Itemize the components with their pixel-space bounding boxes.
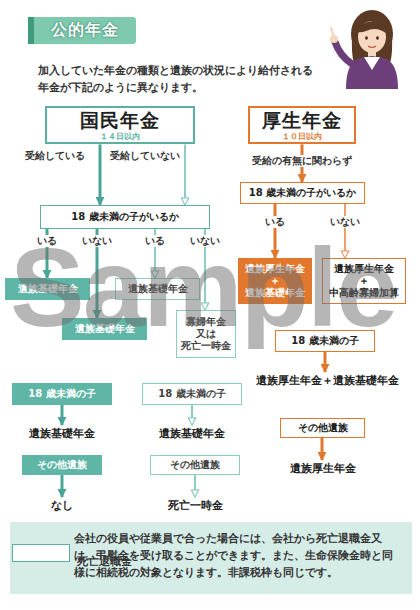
result-text: 遺族基礎年金 xyxy=(12,425,112,443)
question-box: 18 歳未満の子がいるか xyxy=(40,205,210,229)
flow-arrow xyxy=(61,405,64,425)
note-band: 会社の役員や従業員で合った場合には、会社から死亡退職金又は、弔慰金を受け取ること… xyxy=(10,522,412,594)
node-text: その他遺族 xyxy=(298,422,348,434)
flow-arrow xyxy=(191,405,193,425)
condition-box: その他遺族 xyxy=(22,455,102,475)
jacket xyxy=(346,56,398,89)
intro-text: 加入していた年金の種類と遺族の状況により給付される年金が下記のように異なります。 xyxy=(38,62,323,96)
flow-arrow xyxy=(61,475,64,497)
node-text: その他遺族 xyxy=(170,459,220,471)
title-band: 公的年金 xyxy=(28,17,136,44)
condition-box: その他遺族 xyxy=(280,418,365,438)
node-text: 遺族基礎年金 xyxy=(75,323,135,335)
node-text: 国民年金 xyxy=(80,109,160,132)
edge-label: 受給している xyxy=(24,150,86,162)
edge-label: いない xyxy=(81,235,113,247)
pension-box: 国民年金１４日以内 xyxy=(45,106,195,144)
node-text: なし xyxy=(51,499,73,512)
node-text: 18 歳未満の子がいるか xyxy=(71,211,178,223)
result-text: 遺族厚生年金 xyxy=(270,460,375,478)
node-text: 遺族厚生年金＋遺族基礎年金 xyxy=(256,374,399,387)
node-text: 18 歳未満の子 xyxy=(291,335,358,347)
pension-box: 厚生年金１０日以内 xyxy=(248,106,356,144)
benefit-box: 寡婦年金 又は 死亡一時金 xyxy=(176,310,236,358)
edge-label: いない xyxy=(329,216,361,228)
node-text: 遺族基礎年金 xyxy=(18,283,78,295)
condition-box: その他遺族 xyxy=(150,455,240,475)
edge-label: いない xyxy=(189,235,221,247)
node-text: 死亡一時金 xyxy=(168,499,223,512)
flow-arrow xyxy=(274,204,277,258)
node-text: 遺族厚生年金 xyxy=(290,462,356,475)
edge-label: いる xyxy=(144,235,166,247)
node-subtext: １０日以内 xyxy=(282,132,322,142)
benefit-box: 遺族基礎年金 xyxy=(115,278,200,300)
collar xyxy=(364,57,380,70)
node-text: その他遺族 xyxy=(37,459,87,471)
flow-arrow xyxy=(344,204,346,258)
result-text: 遺族厚生年金＋遺族基礎年金 xyxy=(245,372,410,390)
node-text: 死亡退職金 xyxy=(77,553,399,570)
question-box: 18 歳未満の子がいるか xyxy=(240,182,365,204)
benefit-box: 遺族基礎年金 xyxy=(62,318,147,340)
bangs xyxy=(357,21,387,34)
note-tag: 死亡退職金 xyxy=(12,544,70,562)
node-text: 厚生年金 xyxy=(262,109,342,132)
flow-arrow xyxy=(324,352,327,372)
condition-box: 18 歳未満の子 xyxy=(142,383,242,405)
result-text: なし xyxy=(22,497,102,515)
node-text: 遺族基礎年金 xyxy=(128,283,188,295)
flow-arrow xyxy=(99,144,102,205)
node-text: 遺族基礎年金 xyxy=(159,427,225,440)
node-text: 18 歳未満の子がいるか xyxy=(249,187,356,199)
edge-label: いる xyxy=(36,235,58,247)
edge-label: いる xyxy=(264,216,286,228)
benefit-box: 遺族厚生年金 ＋ 遺族基礎年金 xyxy=(238,258,312,304)
flow-arrow xyxy=(184,144,186,205)
benefit-box: 遺族基礎年金 xyxy=(5,278,90,300)
flow-arrow xyxy=(321,438,324,460)
node-text: 寡婦年金 又は 死亡一時金 xyxy=(179,316,233,352)
condition-box: 18 歳未満の子 xyxy=(12,383,112,405)
eye xyxy=(376,36,379,40)
edge-label: 受給の有無に関わらず xyxy=(251,155,353,167)
presenter-illustration xyxy=(322,4,407,89)
node-text: 遺族厚生年金 ＋ 中高齢寡婦加算 xyxy=(325,263,403,299)
benefit-box: 遺族厚生年金 ＋ 中高齢寡婦加算 xyxy=(322,258,406,304)
pointing-finger xyxy=(331,28,334,37)
raised-arm xyxy=(335,42,352,64)
eye xyxy=(365,36,368,40)
node-text: 遺族基礎年金 xyxy=(29,427,95,440)
mouth xyxy=(368,46,376,48)
node-text: 遺族厚生年金 ＋ 遺族基礎年金 xyxy=(241,263,309,299)
result-text: 死亡一時金 xyxy=(150,497,240,515)
flow-arrow xyxy=(194,475,196,497)
condition-box: 18 歳未満の子 xyxy=(275,330,375,352)
result-text: 遺族基礎年金 xyxy=(142,425,242,443)
node-text: 18 歳未満の子 xyxy=(158,388,225,400)
node-text: 18 歳未満の子 xyxy=(28,388,95,400)
edge-label: 受給していない xyxy=(109,150,181,162)
node-subtext: １４日以内 xyxy=(100,132,140,142)
page-title: 公的年金 xyxy=(51,20,119,41)
